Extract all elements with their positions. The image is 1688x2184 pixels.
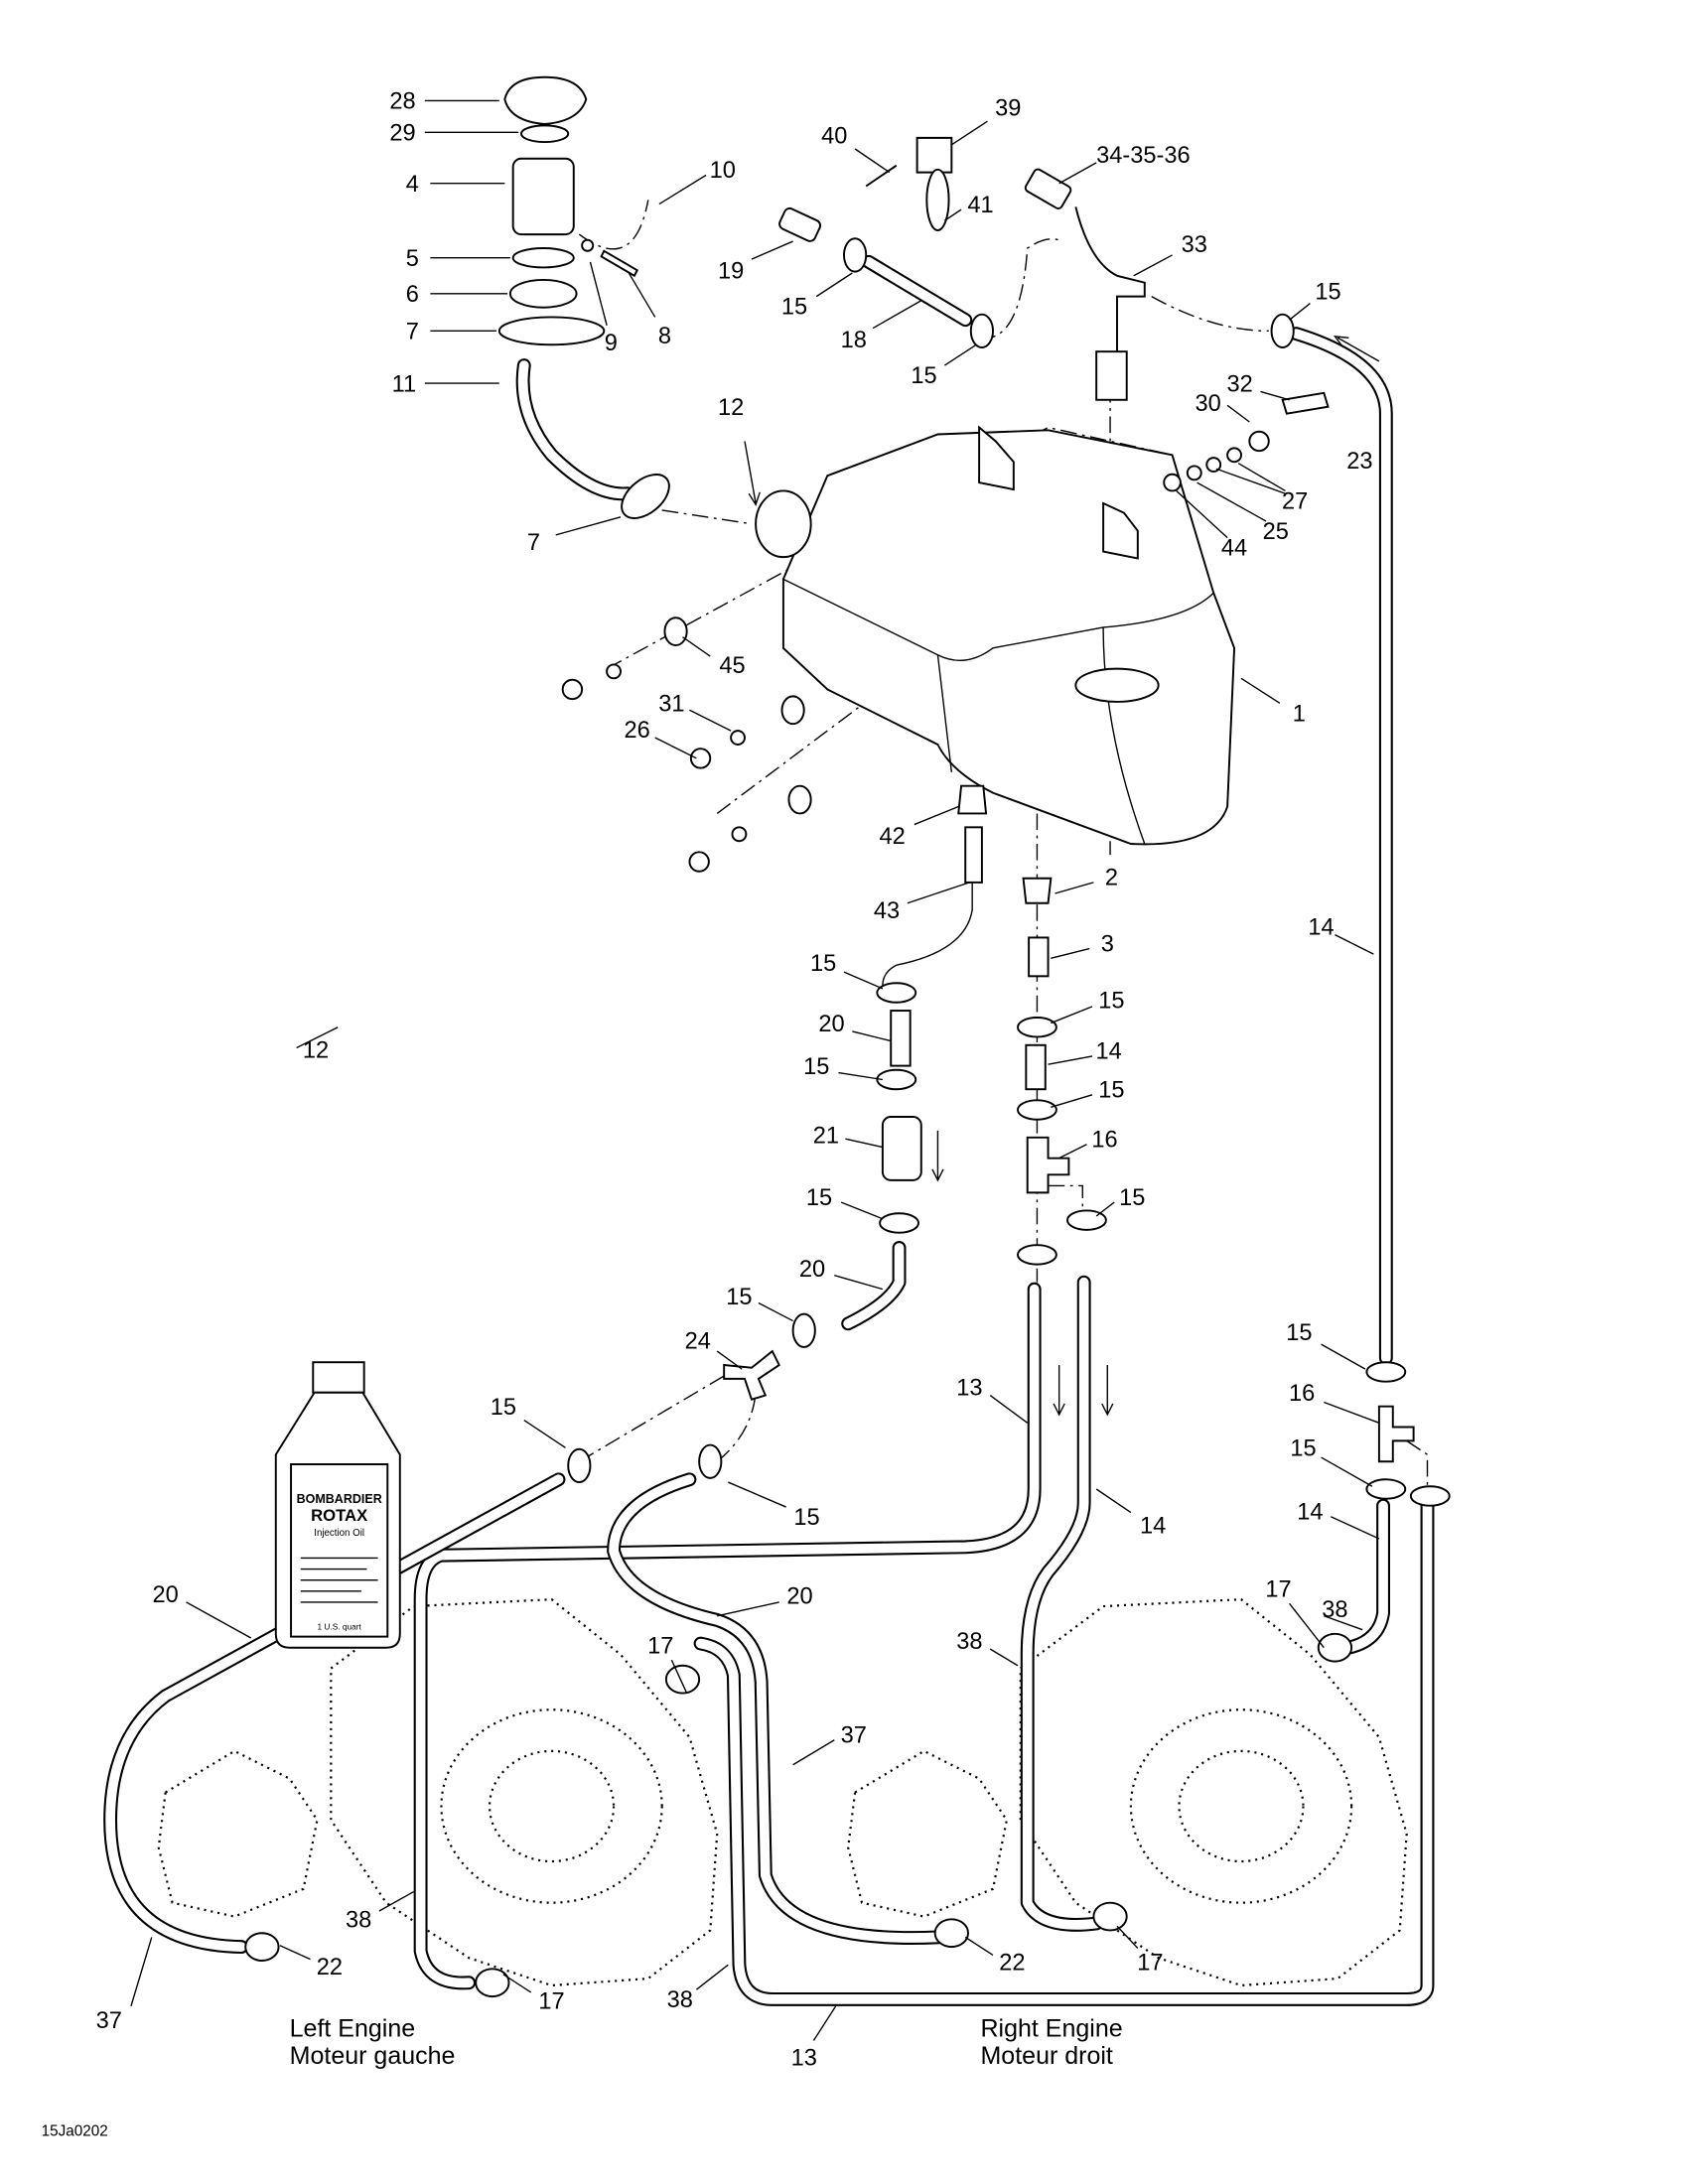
callout: 34-35-36	[1096, 143, 1191, 169]
callout: 13	[791, 2046, 817, 2072]
callout: 39	[995, 96, 1021, 122]
callout: 15	[806, 1185, 832, 1211]
callout: 20	[818, 1012, 844, 1037]
callout: 44	[1221, 536, 1247, 562]
callout: 26	[625, 718, 650, 744]
callout: 15	[803, 1054, 829, 1080]
callout: 5	[406, 246, 419, 272]
callout: 3	[1101, 931, 1114, 957]
callout: 23	[1346, 449, 1372, 475]
callout: 4	[406, 172, 419, 198]
callout: 24	[685, 1328, 711, 1354]
callout: 14	[1308, 915, 1334, 941]
callout: 14	[1140, 1513, 1166, 1539]
callout: 15	[1315, 279, 1340, 305]
callout: 27	[1282, 489, 1308, 515]
callout: 15	[1098, 1078, 1124, 1104]
callout: 12	[303, 1037, 329, 1063]
callout: 22	[999, 1951, 1025, 1977]
callout-labels: 28 29 4 10 5 6 9 8 7 11 12 7 40 39 41 19…	[96, 89, 1373, 2072]
callout: 15	[726, 1285, 752, 1310]
callout: 43	[874, 898, 900, 924]
callout: 17	[538, 1989, 564, 2015]
callout: 40	[821, 123, 847, 149]
callout: 17	[1137, 1951, 1163, 1977]
callout: 28	[389, 89, 415, 115]
callout: 20	[799, 1257, 825, 1283]
callout: 21	[813, 1123, 839, 1149]
callout: 15	[781, 295, 807, 321]
hose-clamps	[244, 237, 1451, 1998]
callout: 45	[719, 653, 745, 679]
hoses	[103, 254, 1435, 2006]
bottle-type: Injection Oil	[314, 1528, 364, 1539]
callout: 15	[793, 1505, 819, 1531]
callout: 15	[491, 1395, 516, 1421]
left-engine-label-en: Left Engine	[290, 2014, 416, 2042]
callout: 16	[1091, 1128, 1117, 1154]
callout: 15	[810, 951, 836, 977]
callout: 9	[605, 331, 618, 356]
oil-tank	[755, 425, 1236, 846]
callout: 12	[718, 395, 744, 421]
callout: 15	[911, 363, 936, 389]
callout: 6	[406, 282, 419, 308]
callout: 11	[392, 371, 417, 397]
callout: 20	[153, 1582, 179, 1608]
callout: 30	[1196, 391, 1221, 417]
assembly-lines	[578, 200, 1429, 1496]
callout: 7	[406, 320, 419, 345]
figure-code: 15Ja0202	[42, 2122, 108, 2139]
callout: 8	[658, 324, 671, 349]
callout: 38	[956, 1629, 982, 1655]
bottle-product: ROTAX	[311, 1506, 367, 1525]
right-engine-label-en: Right Engine	[981, 2014, 1123, 2042]
callout: 19	[718, 259, 744, 285]
callout: 33	[1182, 232, 1207, 258]
leader-lines	[130, 99, 1380, 2041]
right-engine-label-fr: Moteur droit	[981, 2042, 1113, 2070]
flow-arrows	[744, 336, 1380, 1417]
filler-parts	[497, 75, 1415, 1463]
callout: 17	[647, 1633, 673, 1659]
callout: 16	[1289, 1381, 1315, 1407]
injection-oil-bottle: BOMBARDIER ROTAX Injection Oil 1 U.S. qu…	[274, 1361, 401, 1649]
callout: 18	[841, 328, 867, 353]
callout: 15	[1286, 1320, 1312, 1346]
callout: 2	[1105, 866, 1118, 891]
callout: 22	[317, 1955, 343, 1980]
callout: 20	[786, 1583, 812, 1609]
callout: 42	[879, 824, 905, 850]
callout: 31	[658, 692, 684, 718]
left-engine-drawing	[157, 1597, 719, 1987]
right-engine-drawing	[847, 1597, 1408, 1987]
callout: 32	[1226, 371, 1252, 397]
callout: 7	[527, 530, 540, 556]
callout: 14	[1096, 1039, 1122, 1065]
callout: 14	[1297, 1500, 1323, 1526]
callout: 37	[841, 1723, 867, 1749]
callout: 38	[1322, 1597, 1347, 1623]
callout: 25	[1263, 519, 1289, 545]
callout: 10	[710, 158, 736, 184]
callout: 1	[1293, 701, 1306, 727]
bottle-volume: 1 U.S. quart	[317, 1622, 361, 1632]
callout: 15	[1119, 1185, 1145, 1211]
bottle-brand: BOMBARDIER	[297, 1492, 382, 1506]
callout: 13	[956, 1376, 982, 1402]
callout: 38	[667, 1987, 693, 2013]
callout: 15	[1290, 1436, 1316, 1462]
callout: 41	[967, 193, 993, 218]
callout: 15	[1098, 988, 1124, 1014]
callout: 38	[346, 1908, 371, 1934]
left-engine-label-fr: Moteur gauche	[290, 2042, 456, 2070]
callout: 17	[1265, 1576, 1291, 1602]
callout: 37	[96, 2008, 122, 2034]
callout: 29	[389, 121, 415, 147]
